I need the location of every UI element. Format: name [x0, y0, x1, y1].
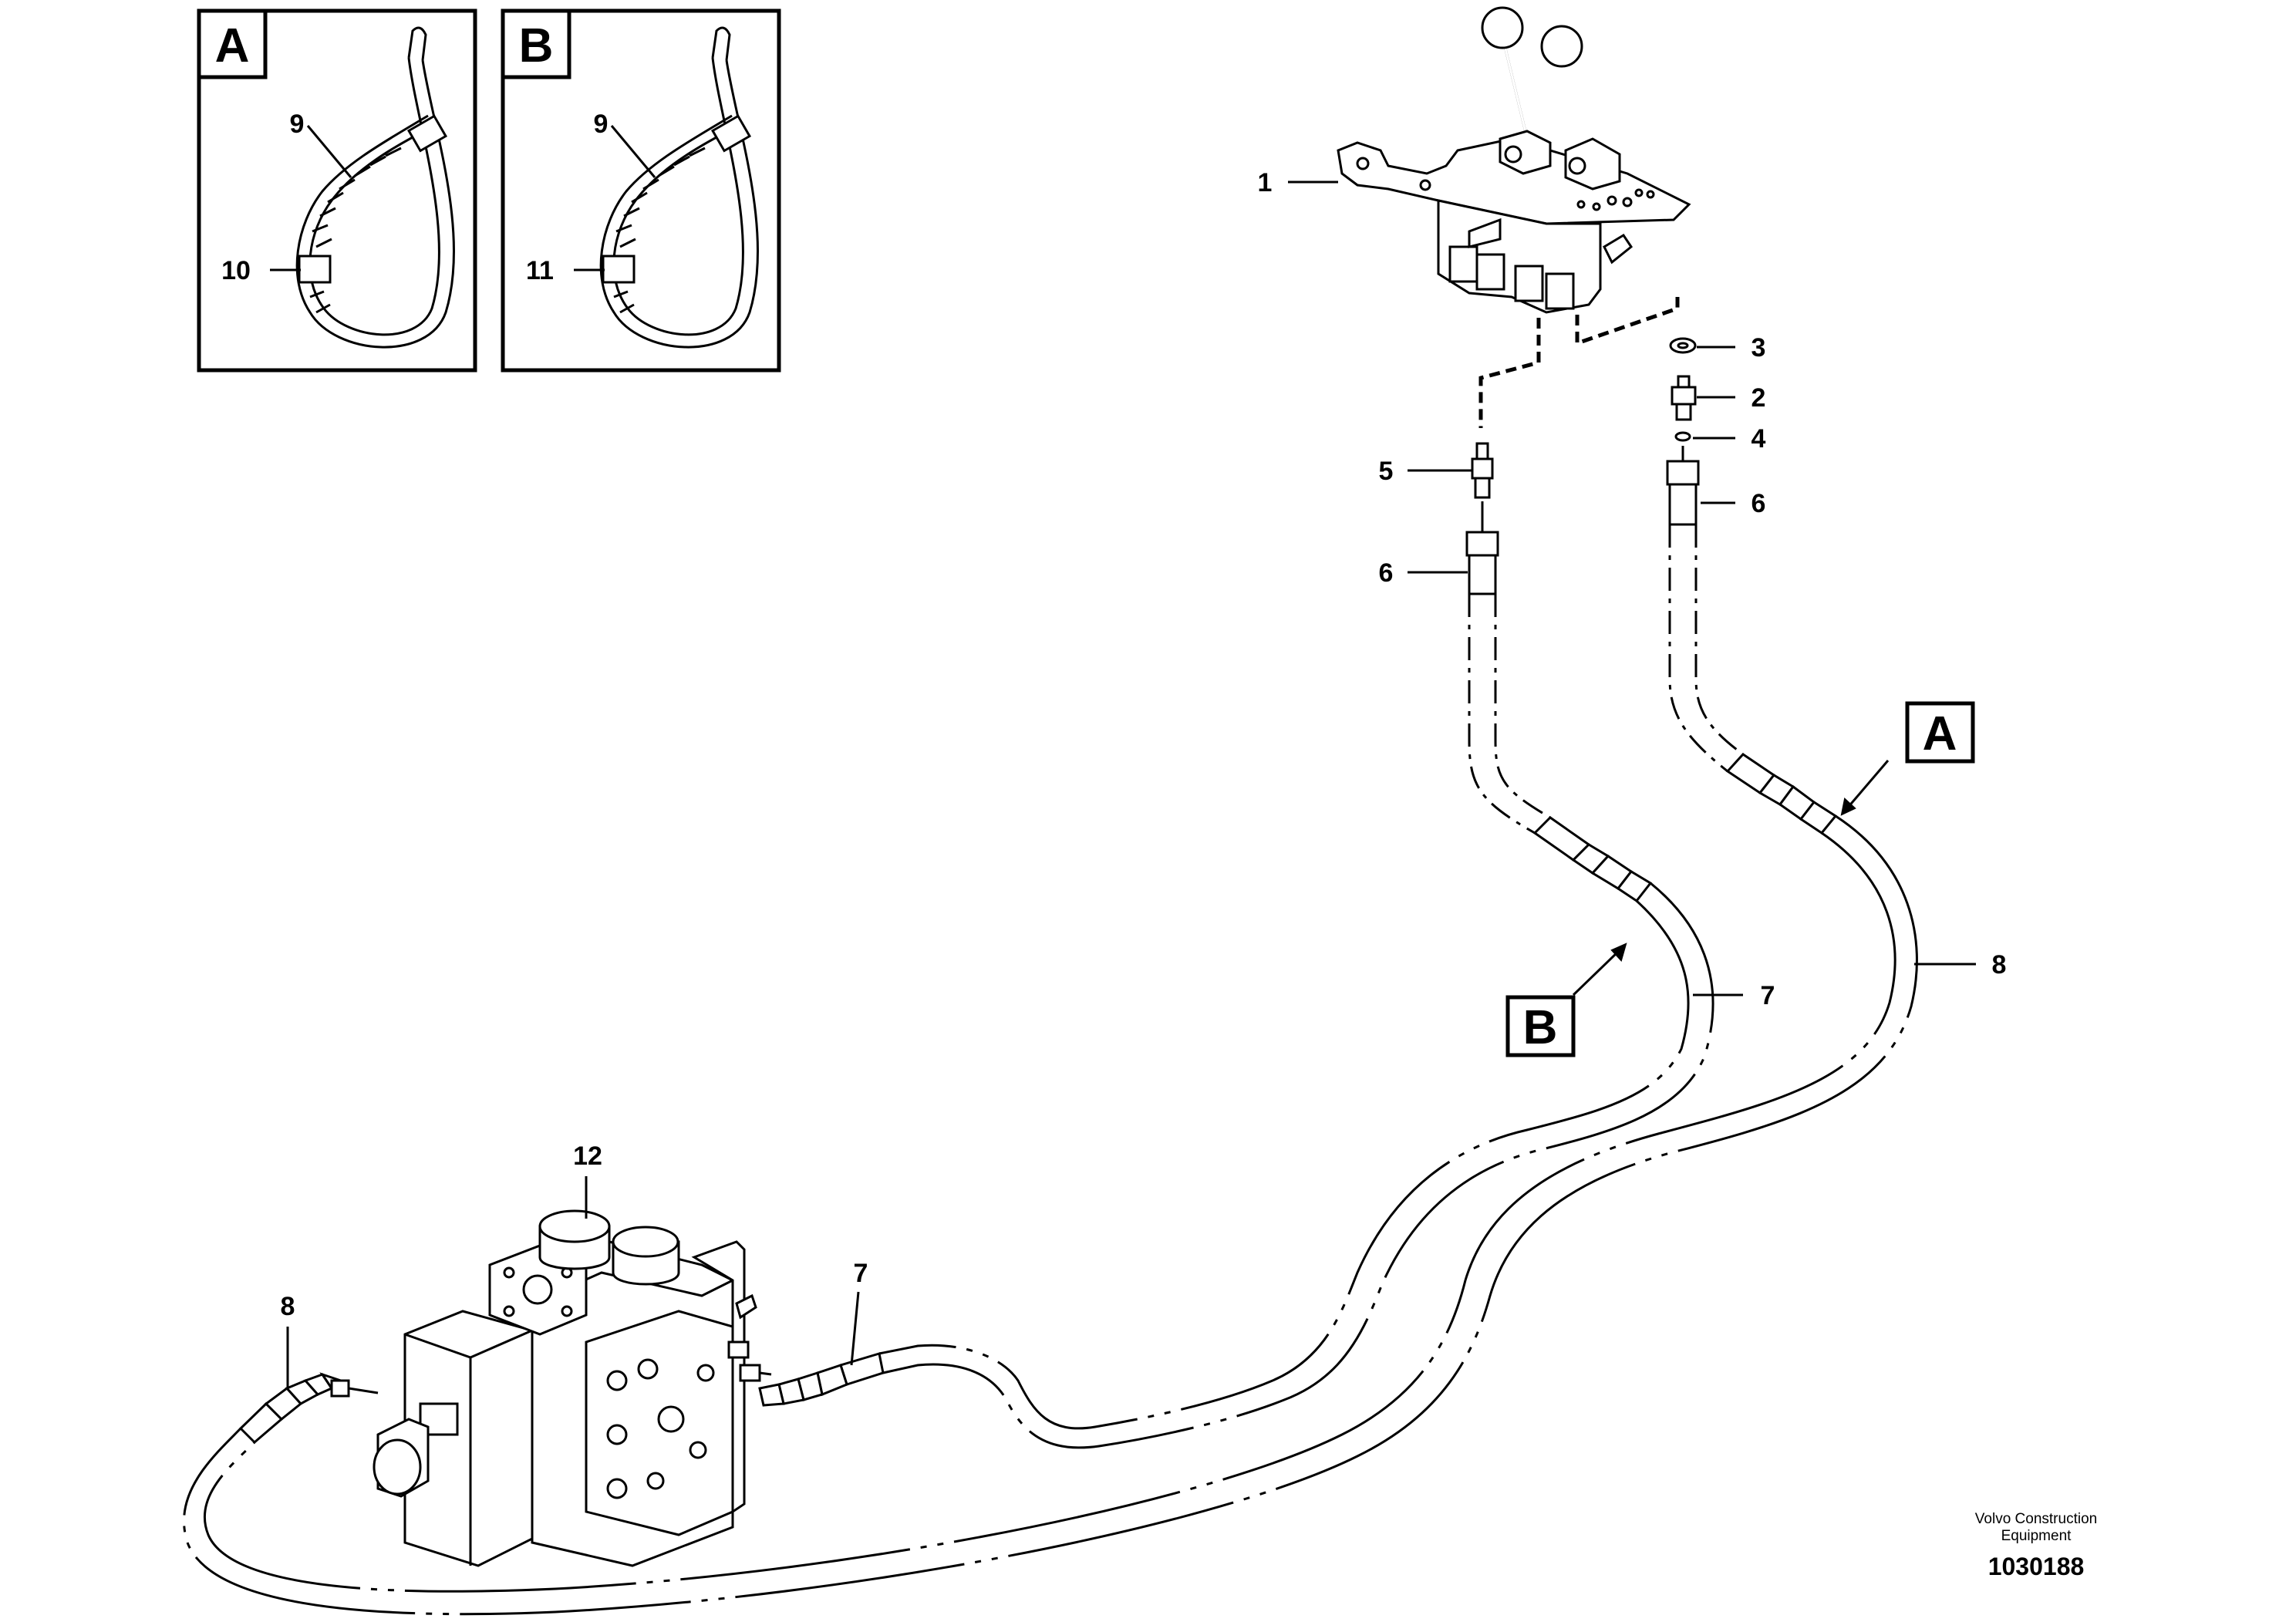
o-ring-4-icon: [1674, 431, 1691, 442]
detail-letter-box-a: [197, 8, 268, 79]
label-a-9: 9: [290, 110, 305, 139]
control-valve: [330, 1209, 772, 1567]
hose-end-6-right-icon: [1666, 460, 1700, 526]
leader-a-9: [306, 125, 352, 178]
cable-tie-b-icon: [599, 26, 759, 349]
solenoid-cap-icon: [373, 1438, 422, 1496]
label-12: 12: [573, 1141, 602, 1171]
label-6-left: 6: [1379, 558, 1394, 588]
label-b-11: 11: [526, 256, 554, 285]
pilot-line-right: [1575, 297, 1680, 346]
credit-line-1: Volvo Construction: [1975, 1511, 2097, 1527]
view-ref-box-a: [1905, 701, 1975, 764]
label-a-10: 10: [221, 256, 251, 285]
label-3: 3: [1752, 333, 1766, 363]
detail-frame-b: [501, 8, 781, 373]
view-ref-arrow-b: [1572, 949, 1621, 996]
control-lever-unit: [1337, 6, 1691, 314]
hose-8: [183, 524, 1918, 1616]
valve-cap-left-icon: [538, 1209, 611, 1243]
washer-3-icon: [1669, 337, 1697, 354]
detail-letter-b: B: [519, 19, 554, 73]
label-8-top: 8: [1992, 950, 2007, 980]
pilot-line-left: [1478, 318, 1541, 428]
label-8-bottom: 8: [281, 1292, 295, 1321]
lever-knob-left-icon: [1481, 6, 1524, 49]
label-6-right: 6: [1752, 489, 1766, 518]
credit-line-2: Equipment: [2001, 1528, 2072, 1544]
detail-view-a: A 9 10: [197, 8, 477, 373]
label-b-9: 9: [594, 110, 609, 139]
cable-tie-a-icon: [295, 26, 455, 349]
label-2: 2: [1752, 383, 1766, 413]
lever-knob-right-icon: [1540, 25, 1583, 68]
fitting-5-icon: [1471, 442, 1494, 499]
detail-view-b: B 9 11: [501, 8, 781, 373]
document-number: 1030188: [1988, 1553, 2085, 1580]
plate-markings: [1576, 188, 1655, 211]
detail-letter-a: A: [215, 19, 250, 73]
valve-cap-right-icon: [612, 1226, 679, 1258]
fitting-2-icon: [1671, 375, 1697, 421]
view-ref-arrow-a: [1846, 760, 1890, 809]
view-ref-box-b: [1505, 995, 1576, 1057]
detail-letter-box-b: [501, 8, 571, 79]
label-7-bottom: 7: [854, 1259, 868, 1288]
hose-end-6-left-icon: [1465, 531, 1499, 595]
leader-7-bottom: [850, 1291, 860, 1366]
leader-b-9: [610, 125, 656, 178]
label-7-top: 7: [1761, 981, 1775, 1010]
label-1: 1: [1258, 168, 1273, 197]
detail-frame-a: [197, 8, 477, 373]
view-ref-a: A: [1923, 707, 1957, 760]
label-4: 4: [1752, 424, 1766, 454]
view-ref-b: B: [1523, 1001, 1558, 1054]
label-5: 5: [1379, 457, 1394, 486]
hose-7: [758, 594, 1714, 1449]
